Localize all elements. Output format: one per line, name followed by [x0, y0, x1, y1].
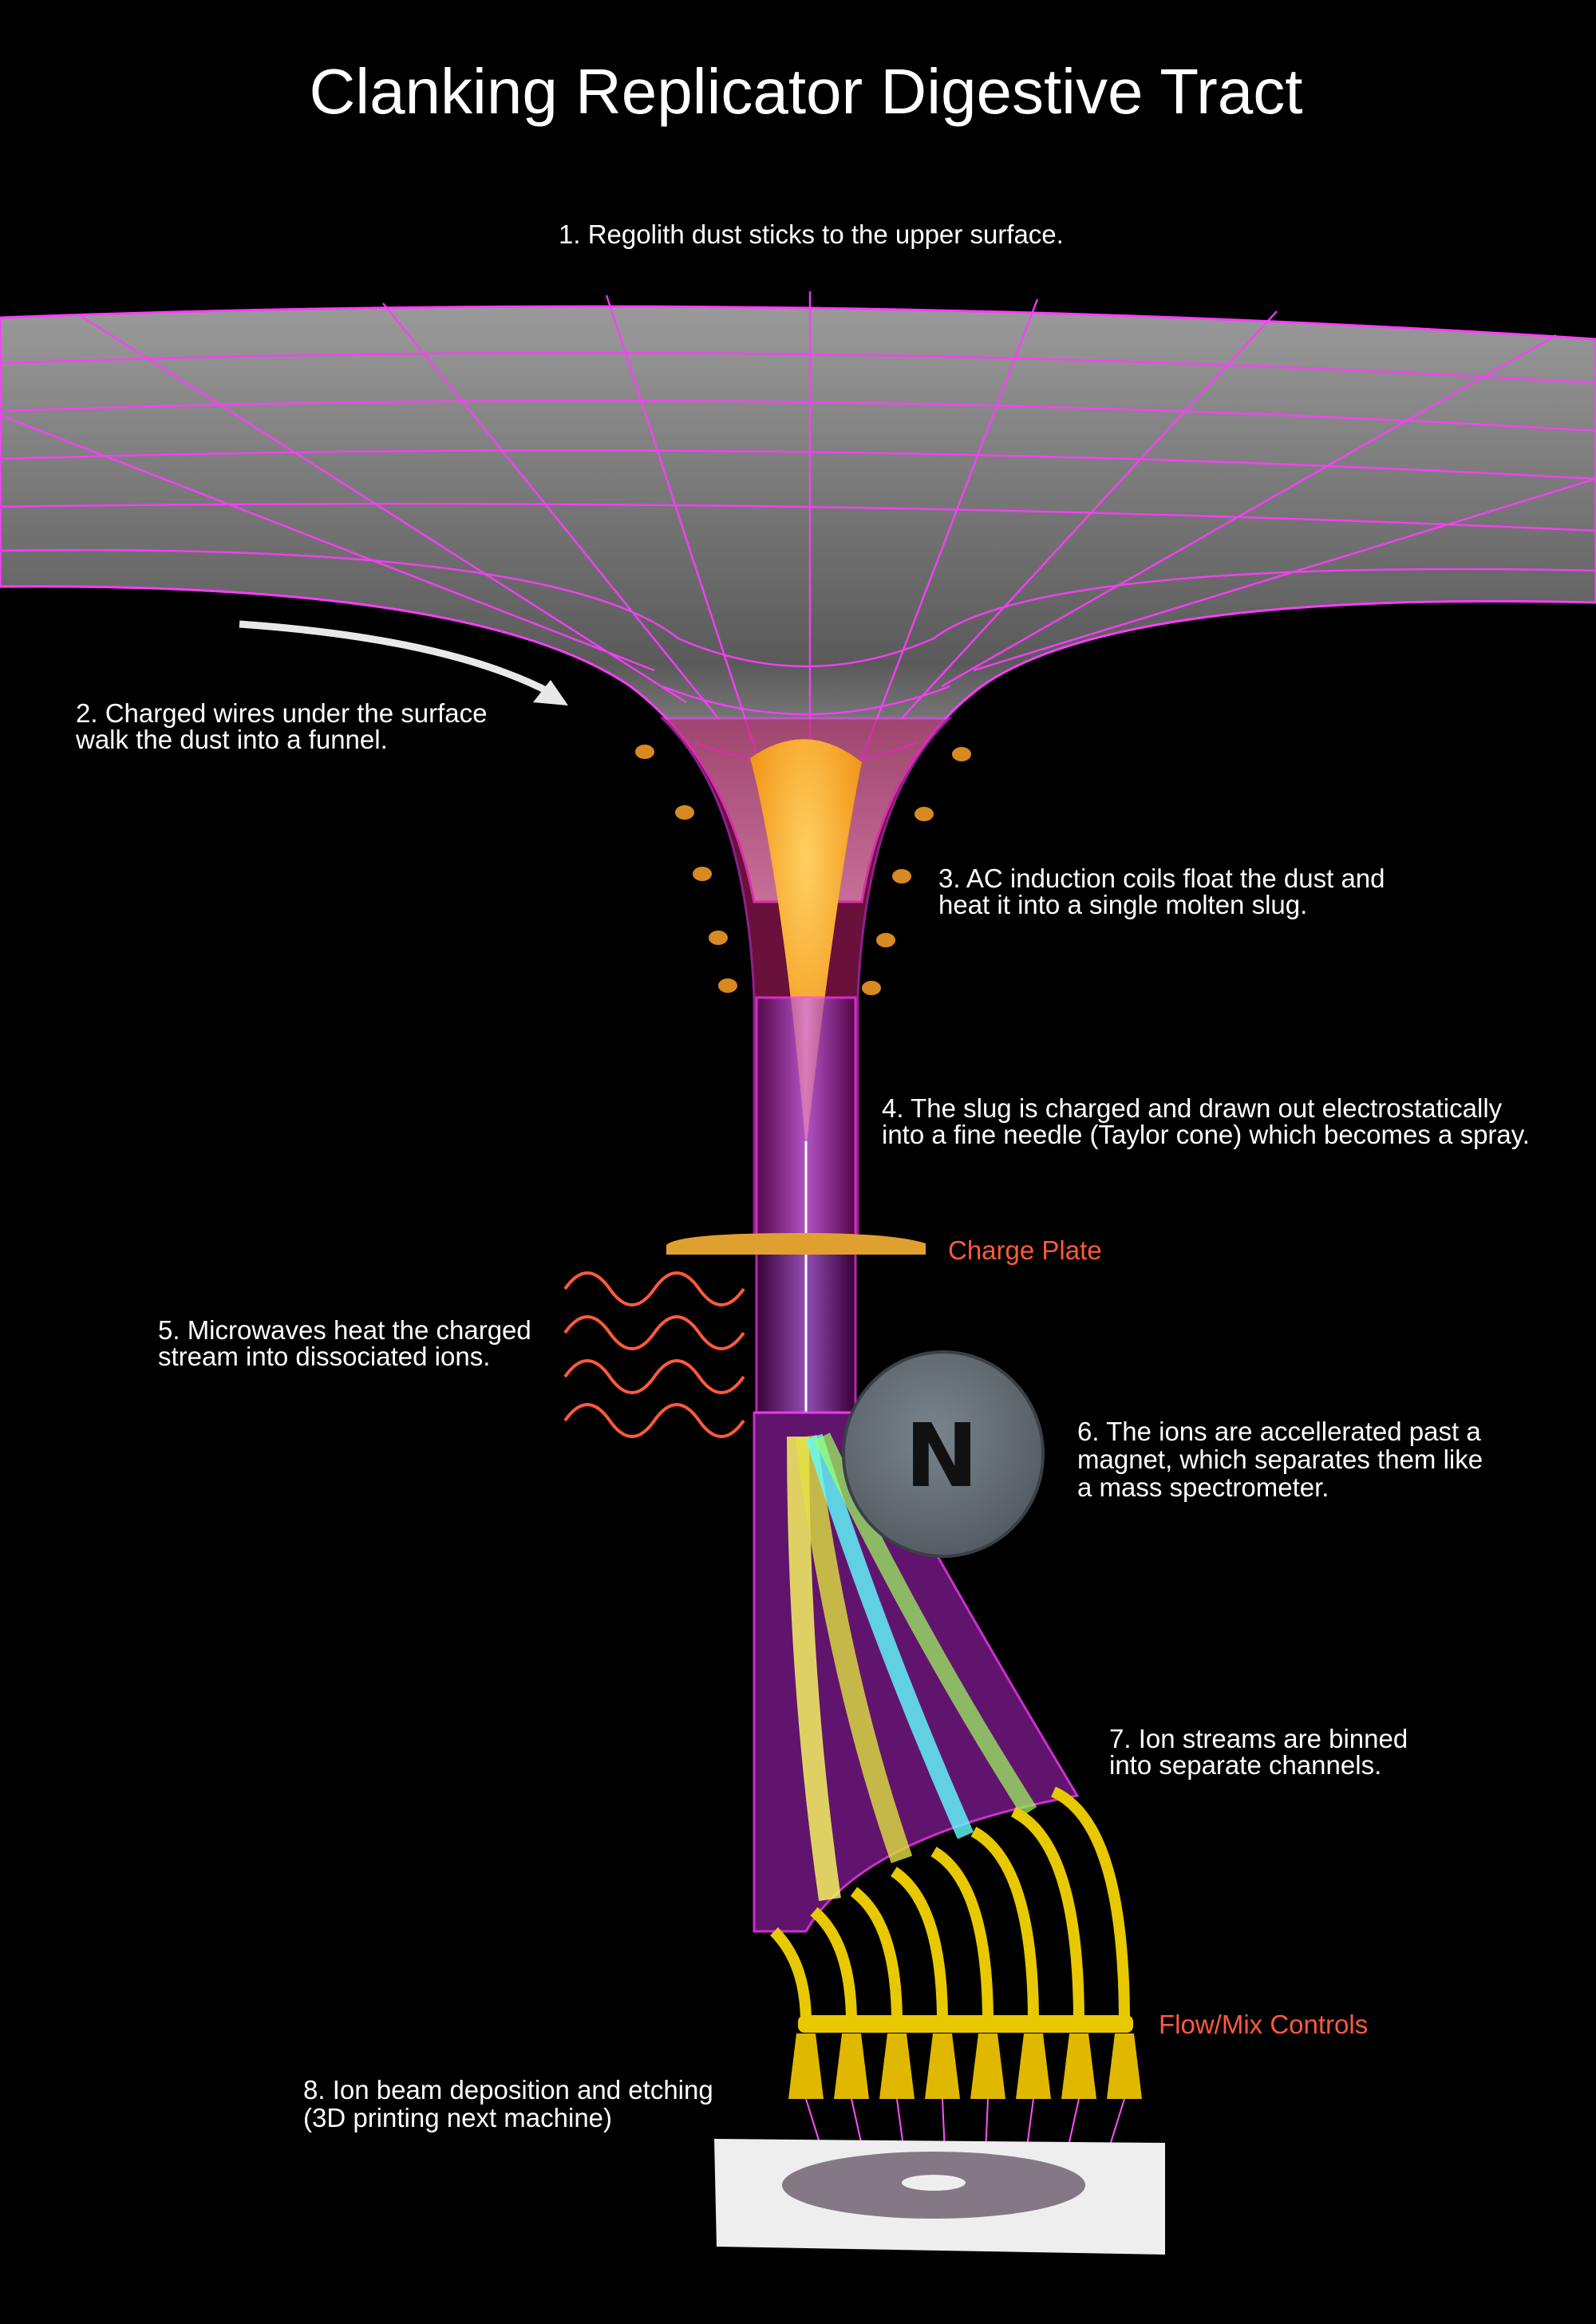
- ion-channel-pipe: [930, 1846, 994, 2024]
- walk-arrow: [239, 620, 568, 706]
- ion-nozzle: [834, 2034, 869, 2099]
- ion-nozzle: [1107, 2034, 1142, 2099]
- ion-channel-pipe: [769, 1927, 812, 2024]
- magnet: N: [842, 1350, 1045, 1558]
- flow-mix-controls: [769, 1786, 1142, 2172]
- ion-channel-pipe: [850, 1887, 903, 2024]
- step-8-label: 8. Ion beam deposition and etching(3D pr…: [303, 2075, 713, 2132]
- ion-nozzle: [788, 2034, 824, 2099]
- ion-nozzle: [1061, 2034, 1096, 2099]
- ion-channel-pipe: [890, 1867, 948, 2024]
- step-4-label: 4. The slug is charged and drawn out ele…: [882, 1093, 1530, 1149]
- induction-coils: [635, 745, 971, 995]
- induction-funnel: [635, 717, 971, 1247]
- diagram-title: Clanking Replicator Digestive Tract: [310, 56, 1303, 127]
- microwave-waves-icon: [563, 1271, 745, 1438]
- charge-plate: [666, 1233, 926, 1255]
- regolith-surface: [0, 291, 1596, 903]
- flow-mix-label: Flow/Mix Controls: [1159, 2010, 1368, 2039]
- step-3-label: 3. AC induction coils float the dust and…: [938, 864, 1385, 919]
- ion-channel-pipe: [970, 1826, 1039, 2024]
- magnet-north-label: N: [905, 1405, 978, 1507]
- ion-channel-pipe: [1010, 1806, 1084, 2024]
- molten-slug: [750, 739, 862, 1149]
- ion-nozzle: [879, 2034, 915, 2099]
- step-1-label: 1. Regolith dust sticks to the upper sur…: [559, 219, 1064, 249]
- ion-nozzle: [1016, 2034, 1051, 2099]
- ion-channel-pipe: [810, 1907, 857, 2024]
- ion-nozzle: [925, 2034, 960, 2099]
- charge-plate-label: Charge Plate: [948, 1235, 1102, 1265]
- ion-nozzle: [970, 2034, 1005, 2099]
- build-plate: [714, 2139, 1165, 2255]
- ion-channel-pipe: [1050, 1786, 1130, 2024]
